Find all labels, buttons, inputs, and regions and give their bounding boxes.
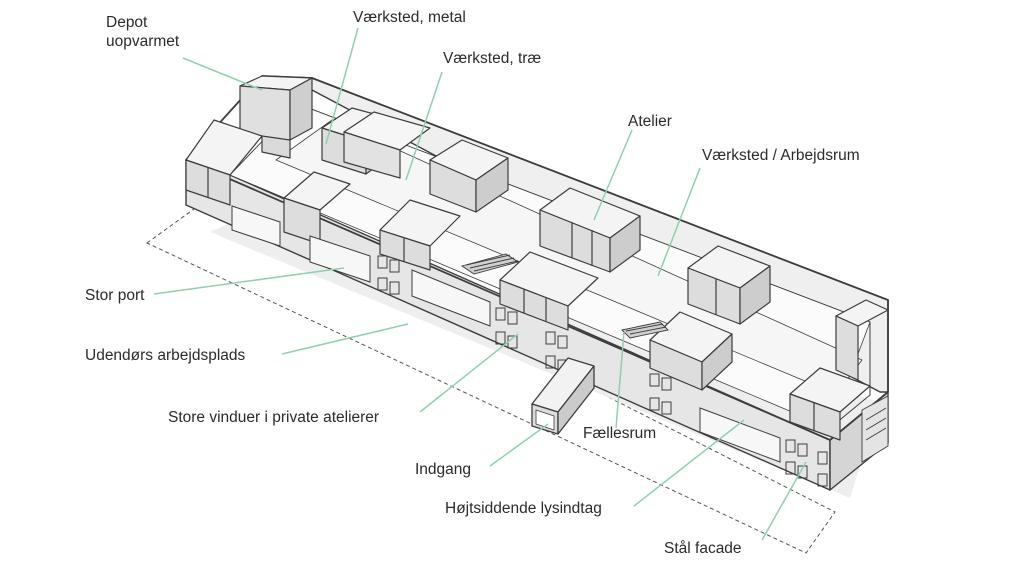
north-row-rooms <box>239 75 889 381</box>
label-atelier: Atelier <box>628 113 672 130</box>
label-udendors-arbejdsplads: Udendørs arbejdsplads <box>85 347 246 364</box>
label-indgang: Indgang <box>415 461 472 478</box>
label-depot-line2: uopvarmet <box>106 33 180 50</box>
label-faellesrum: Fællesrum <box>583 425 657 442</box>
facade-openings <box>231 205 781 463</box>
south-row-rooms <box>185 119 871 441</box>
label-vaerksted-arbejdsrum: Værksted / Arbejdsrum <box>702 147 860 164</box>
entrance-volume <box>531 357 595 435</box>
leader-lines <box>153 27 807 541</box>
label-stor-port: Stor port <box>85 287 145 304</box>
label-vaerksted-trae: Værksted, træ <box>443 50 542 67</box>
label-vaerksted-metal: Værksted, metal <box>353 9 466 26</box>
label-depot-line1: Depot <box>106 14 148 31</box>
stairs <box>460 253 889 463</box>
label-store-vinduer: Store vinduer i private atelierer <box>168 409 380 426</box>
label-staal-facade: Stål facade <box>664 540 742 557</box>
label-depot: Depot uopvarmet <box>106 13 179 51</box>
site-boundary <box>146 195 836 554</box>
label-hojtsiddende-lysindtag: Højtsiddende lysindtag <box>445 500 602 517</box>
facade-windows <box>377 255 828 487</box>
